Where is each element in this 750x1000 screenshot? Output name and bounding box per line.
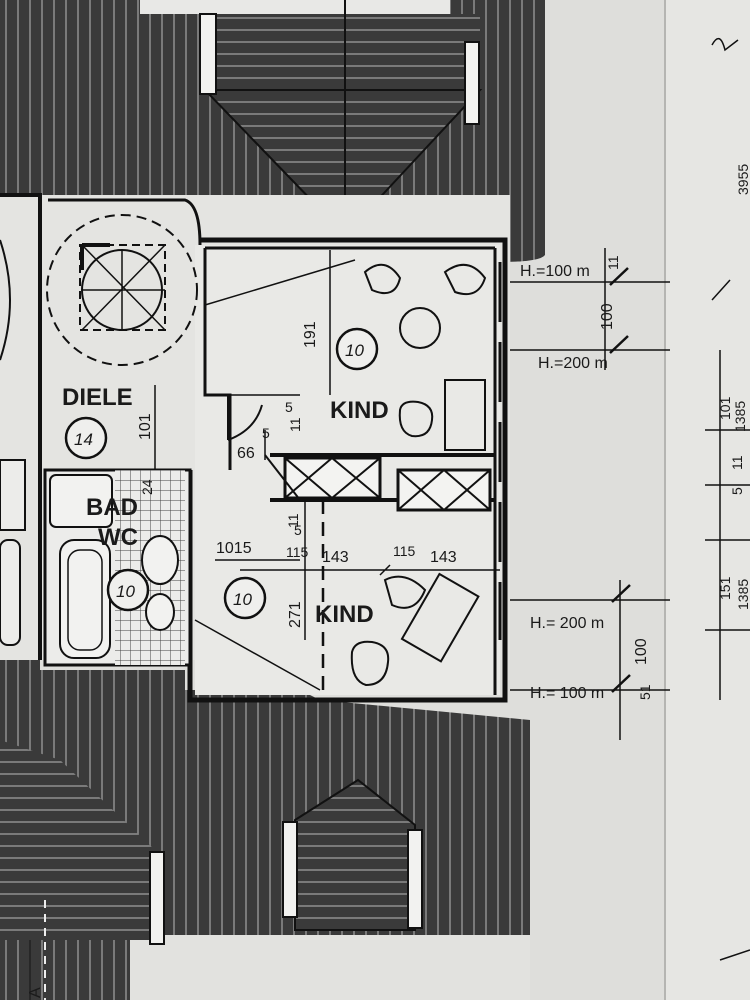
room-label-kind-upper: KIND bbox=[330, 397, 389, 424]
dim-5-upper: 5 bbox=[285, 399, 293, 415]
room-number-circle-bad bbox=[106, 568, 150, 612]
side-dim-151: 151 bbox=[717, 576, 733, 600]
height-dim-11-upper: 11 bbox=[605, 255, 621, 270]
dim-143-right: 143 bbox=[430, 549, 457, 566]
height-dim-51-lower: 51 bbox=[637, 684, 653, 700]
dim-11-upper: 11 bbox=[287, 417, 303, 432]
height-dim-100-lower: 100 bbox=[633, 638, 650, 665]
height-label-upper-2: H.=200 m bbox=[538, 355, 608, 372]
roof-bottom bbox=[0, 655, 530, 1000]
room-label-kind-lower: KIND bbox=[315, 601, 374, 628]
height-label-lower-1: H.= 200 m bbox=[530, 615, 604, 632]
side-dim-1385-lower: 1385 bbox=[735, 579, 750, 610]
height-label-lower-2: H.= 100 m bbox=[530, 685, 604, 702]
room-label-bad: BAD bbox=[86, 494, 138, 521]
side-dim-11: 11 bbox=[729, 455, 745, 470]
room-number-diele: 14 bbox=[74, 430, 93, 449]
dim-5-door: 5 bbox=[262, 425, 270, 441]
side-dim-5: 5 bbox=[729, 487, 745, 495]
room-number-circle-diele bbox=[64, 416, 108, 460]
section-marker-a: A bbox=[27, 987, 44, 998]
side-dim-3955: 3955 bbox=[735, 164, 750, 195]
dim-115-right: 115 bbox=[393, 543, 416, 559]
paper-fold bbox=[665, 0, 750, 1000]
side-dim-101: 101 bbox=[717, 396, 733, 420]
dim-1015: 1015 bbox=[216, 540, 252, 557]
dim-271: 271 bbox=[287, 601, 304, 628]
height-label-upper-1: H.=100 m bbox=[520, 263, 590, 280]
elevation-marks bbox=[29, 37, 750, 1000]
dim-143-left: 143 bbox=[322, 549, 349, 566]
side-dim-1385-upper: 1385 bbox=[732, 401, 748, 432]
dim-191: 191 bbox=[302, 321, 319, 348]
room-number-markers bbox=[64, 327, 379, 620]
room-label-wc: WC bbox=[98, 524, 138, 551]
dim-66: 66 bbox=[237, 445, 255, 462]
height-dim-100-upper: 100 bbox=[599, 303, 616, 330]
room-number-kind-lower: 10 bbox=[233, 590, 252, 609]
room-number-bad: 10 bbox=[116, 582, 135, 601]
room-number-circle-kind-lower bbox=[223, 576, 267, 620]
room-number-kind-upper: 10 bbox=[345, 341, 364, 360]
dim-101: 101 bbox=[137, 413, 154, 440]
dim-11-lower: 11 bbox=[285, 513, 301, 528]
dim-5-lower: 5 bbox=[294, 522, 302, 538]
dim-24: 24 bbox=[139, 479, 155, 495]
room-number-circle-kind-upper bbox=[335, 327, 379, 371]
dim-115-left: 115 bbox=[286, 544, 309, 560]
room-label-diele: DIELE bbox=[62, 384, 133, 411]
